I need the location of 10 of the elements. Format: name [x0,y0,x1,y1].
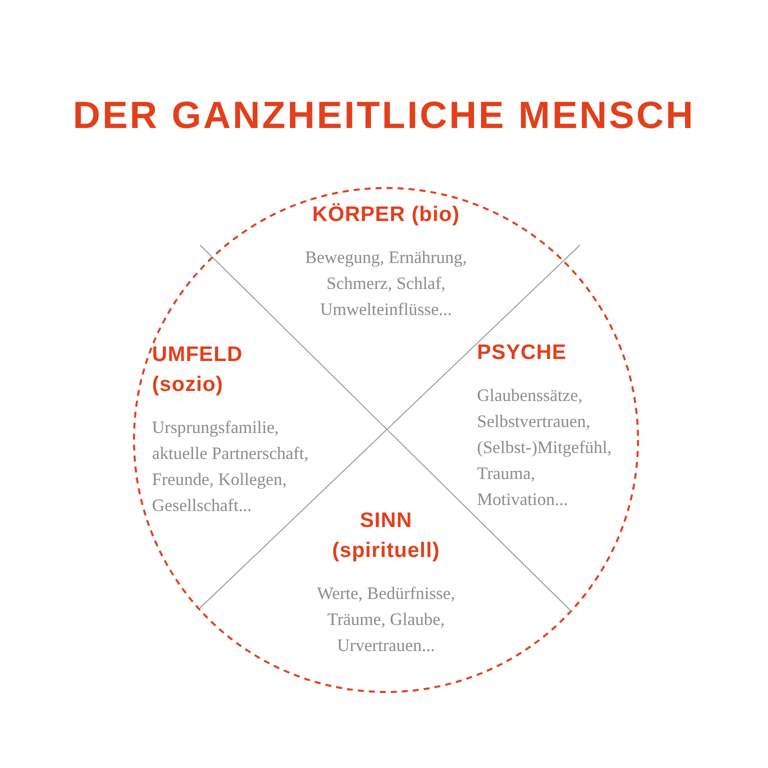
section-heading: PSYCHE [477,340,568,366]
section-text: Ursprungsfamilie, aktuelle Partnerschaft, Freunde, Kollegen, Gesellschaft... [152,416,310,517]
section-text: Werte, Bedürfnisse, Träume, Glaube, Urvertrauen... [316,582,456,657]
section-text: Bewegung, Ernährung, Schmerz, Schlaf, Umwelteinflüsse... [304,246,468,321]
section-heading: KÖRPER (bio) [311,202,461,228]
section-heading: UMFELD (sozio) [152,342,244,398]
title: DER GANZHEITLICHE MENSCH [72,94,696,139]
dashed-circle [132,186,640,694]
section-text: Glaubenssätze, Selbstvertrauen, (Selbst-)Mitgefühl, Trauma, Motivation... [477,384,613,511]
section-heading: SINN (spirituell) [331,508,441,564]
